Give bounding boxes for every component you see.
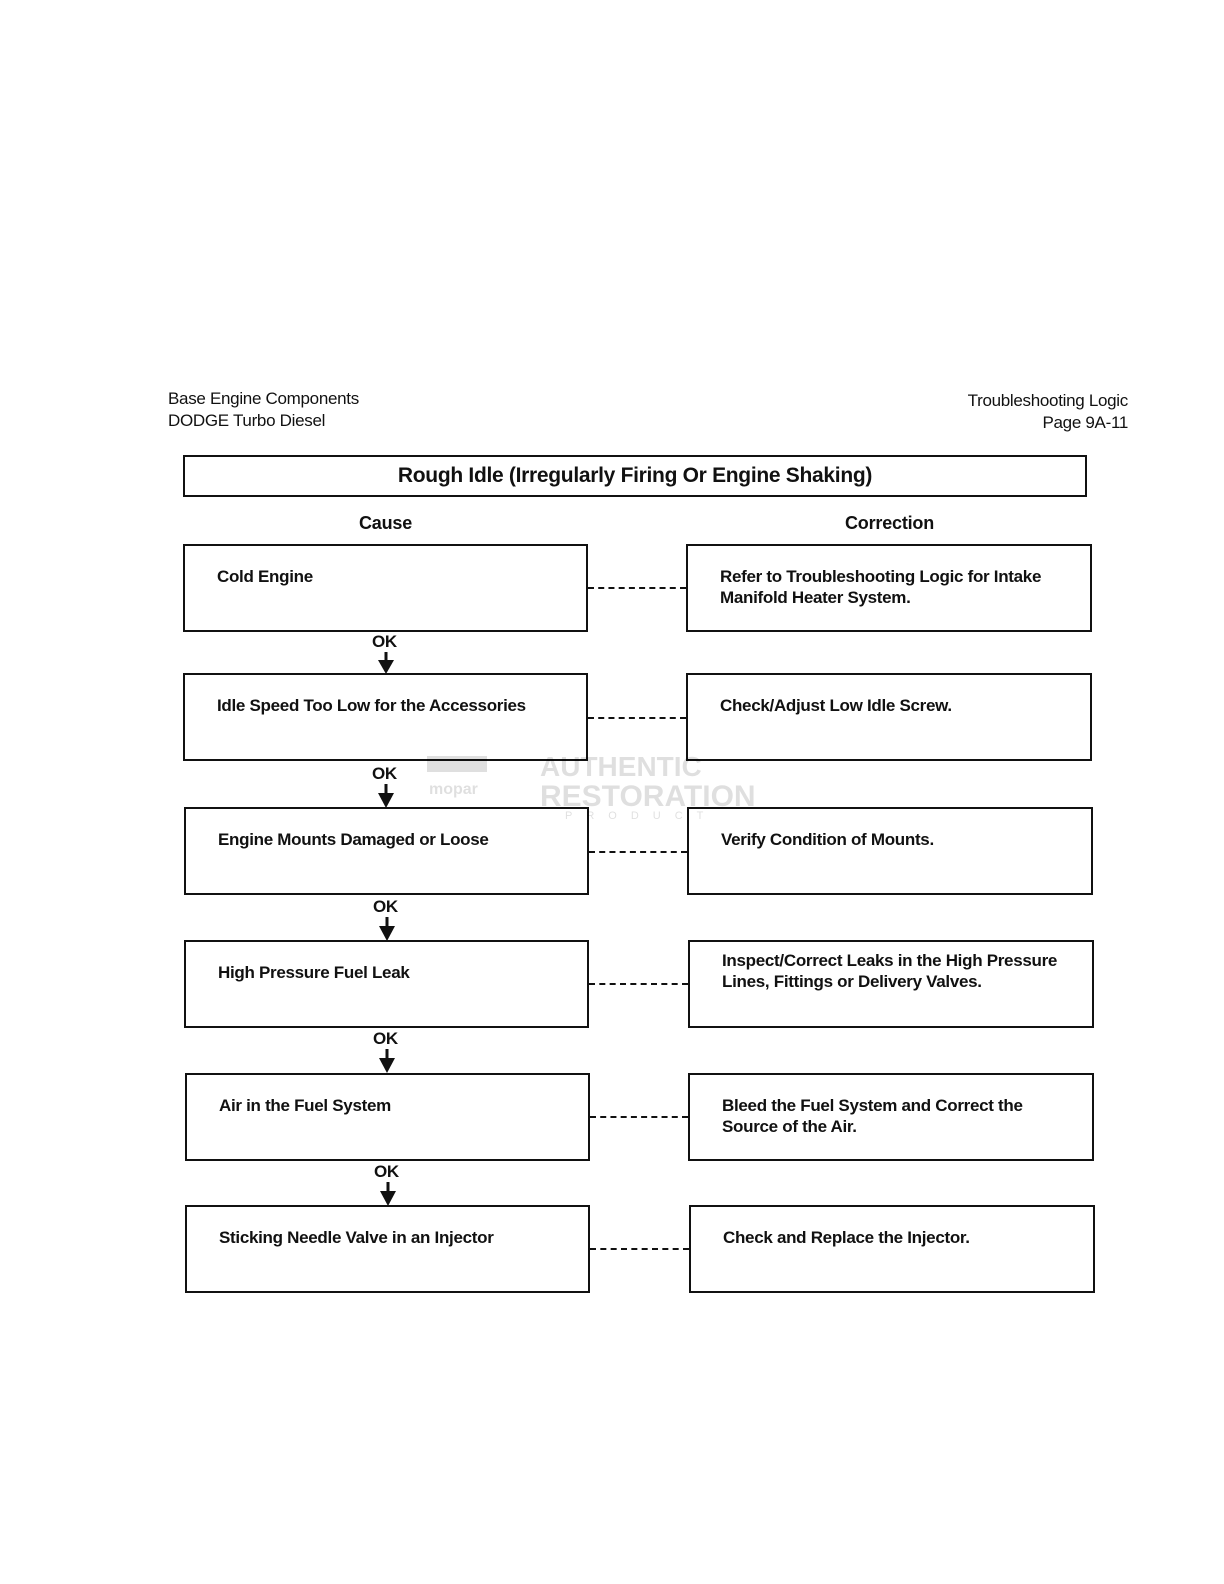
connector-line — [589, 851, 687, 853]
correction-box: Bleed the Fuel System and Correct the So… — [688, 1073, 1094, 1161]
cause-text: Sticking Needle Valve in an Injector — [219, 1228, 494, 1247]
connector-line — [590, 1116, 688, 1118]
connector-line — [590, 1248, 689, 1250]
cause-box: Cold Engine — [183, 544, 588, 632]
header-right: Troubleshooting Logic Page 9A-11 — [967, 390, 1129, 434]
correction-text: Bleed the Fuel System and Correct the So… — [722, 1096, 1023, 1136]
correction-text: Inspect/Correct Leaks in the High Pressu… — [722, 951, 1058, 991]
watermark-line2: RESTORATION — [540, 780, 756, 813]
ok-label: OK — [372, 764, 397, 783]
cause-box: Engine Mounts Damaged or Loose — [184, 807, 589, 895]
cause-box: High Pressure Fuel Leak — [184, 940, 589, 1028]
ok-label: OK — [372, 632, 397, 651]
correction-column-heading: Correction — [845, 513, 935, 533]
cause-text: Idle Speed Too Low for the Accessories — [217, 696, 526, 715]
correction-text: Refer to Troubleshooting Logic for Intak… — [720, 567, 1042, 607]
chapter-title: Troubleshooting Logic — [967, 391, 1129, 410]
connector-line — [588, 717, 686, 719]
page-number: Page 9A-11 — [1042, 413, 1128, 432]
down-arrow-icon — [379, 1049, 395, 1073]
cause-text: Air in the Fuel System — [219, 1096, 391, 1115]
correction-box: Inspect/Correct Leaks in the High Pressu… — [688, 940, 1094, 1028]
ok-label: OK — [373, 897, 398, 916]
down-arrow-icon — [380, 1182, 396, 1206]
cause-text: High Pressure Fuel Leak — [218, 963, 410, 982]
correction-box: Verify Condition of Mounts. — [687, 807, 1093, 895]
correction-text: Verify Condition of Mounts. — [721, 830, 934, 849]
flowchart-title: Rough Idle (Irregularly Firing Or Engine… — [183, 455, 1087, 497]
ok-label: OK — [374, 1162, 399, 1181]
authentic-restoration-watermark: mopar AUTHENTIC RESTORATION PRODUCT — [427, 751, 756, 820]
vehicle-model: DODGE Turbo Diesel — [168, 411, 326, 430]
correction-box: Refer to Troubleshooting Logic for Intak… — [686, 544, 1092, 632]
manual-section-title: Base Engine Components — [168, 389, 359, 408]
watermark-logo-text: mopar — [429, 781, 478, 798]
correction-box: Check/Adjust Low Idle Screw. — [686, 673, 1092, 761]
correction-box: Check and Replace the Injector. — [689, 1205, 1095, 1293]
down-arrow-icon — [378, 784, 394, 808]
ok-label: OK — [373, 1029, 398, 1048]
watermark-line1: AUTHENTIC — [540, 751, 702, 782]
correction-text: Check/Adjust Low Idle Screw. — [720, 696, 952, 715]
cause-text: Engine Mounts Damaged or Loose — [218, 830, 489, 849]
connector-line — [588, 587, 686, 589]
connector-line — [589, 983, 688, 985]
down-arrow-icon — [379, 917, 395, 941]
cause-column-heading: Cause — [359, 513, 413, 533]
cause-box: Idle Speed Too Low for the Accessories — [183, 673, 588, 761]
cause-box: Sticking Needle Valve in an Injector — [185, 1205, 590, 1293]
cause-box: Air in the Fuel System — [185, 1073, 590, 1161]
down-arrow-icon — [378, 652, 394, 674]
watermark-line3: PRODUCT — [565, 810, 717, 820]
correction-text: Check and Replace the Injector. — [723, 1228, 970, 1247]
header-left: Base Engine Components DODGE Turbo Diese… — [168, 388, 359, 432]
cause-text: Cold Engine — [217, 567, 313, 586]
